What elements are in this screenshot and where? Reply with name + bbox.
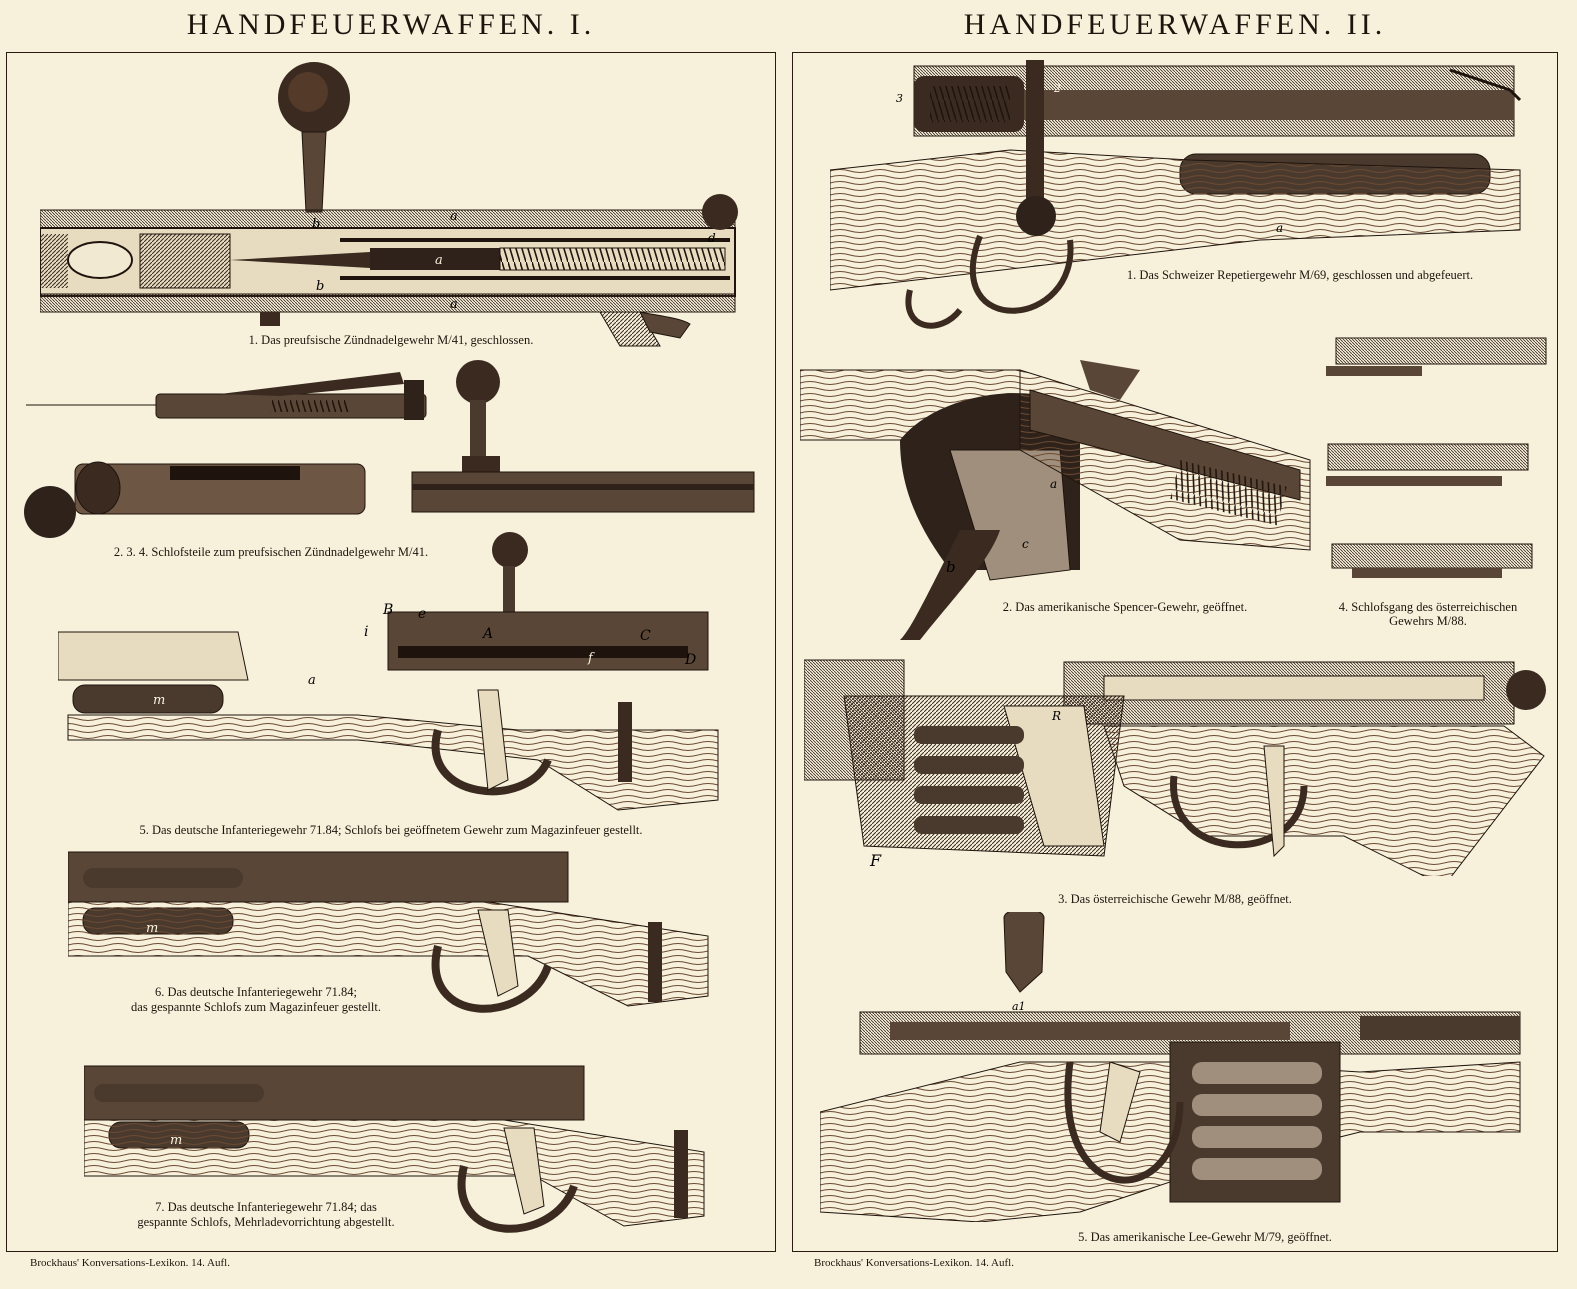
plate-2-title: HANDFEUERWAFFEN. II. bbox=[963, 8, 1387, 41]
plate-2-footer: Brockhaus' Konversations-Lexikon. 14. Au… bbox=[814, 1257, 1014, 1269]
plate-1-caption-7b: gespannte Schlofs, Mehrladevorrichtung a… bbox=[137, 1215, 395, 1229]
label-R: R bbox=[1051, 709, 1061, 723]
label-2: 2 bbox=[1053, 82, 1061, 95]
label-a: a bbox=[1276, 221, 1283, 235]
label-C: C bbox=[640, 628, 651, 644]
plate-2-figure-1-swiss-rifle: 3 2 a bbox=[830, 60, 1522, 329]
label-3: 3 bbox=[896, 92, 903, 105]
label-c: c bbox=[1022, 537, 1029, 551]
plate-1-caption-2: 2. 3. 4. Schlofsteile zum preufsischen Z… bbox=[113, 545, 429, 559]
plate-1-caption-6b: das gespannte Schlofs zum Magazinfeuer g… bbox=[131, 1000, 381, 1014]
plate-1-figure-1-needle-gun: a b a b a d bbox=[40, 62, 738, 347]
label-f: f bbox=[587, 651, 595, 666]
label-i: i bbox=[364, 624, 368, 640]
plate-1-figure-7: m bbox=[84, 1065, 705, 1233]
label-m: m bbox=[170, 1133, 182, 1148]
plate-1-figure-5: B e A C D i f m a bbox=[58, 532, 719, 811]
plate-2-caption-1: 1. Das Schweizer Repetiergewehr M/69, ge… bbox=[1126, 268, 1474, 282]
plate-2-caption-4a: 4. Schlofsgang des österreichischen bbox=[1338, 600, 1518, 614]
plate-2-figure-2-spencer: b c a bbox=[800, 360, 1311, 640]
plate-1-caption-6a: 6. Das deutsche Infanteriegewehr 71.84; bbox=[154, 985, 357, 999]
label-b: b bbox=[316, 279, 324, 294]
label-e: e bbox=[418, 606, 426, 622]
plate-1-footer: Brockhaus' Konversations-Lexikon. 14. Au… bbox=[30, 1257, 230, 1269]
label-B: B bbox=[382, 602, 393, 618]
plate-2-caption-3: 3. Das österreichische Gewehr M/88, geöf… bbox=[1058, 892, 1292, 906]
plate-1-frame bbox=[6, 52, 776, 1252]
plate-1-figures-2-4-lock-parts bbox=[24, 360, 755, 538]
label-a: a bbox=[308, 673, 316, 688]
plate-1-caption-5: 5. Das deutsche Infanteriegewehr 71.84; … bbox=[139, 823, 643, 837]
plate-2-figure-5-lee: a1 bbox=[820, 912, 1521, 1222]
label-a: a bbox=[450, 209, 458, 224]
label-m: m bbox=[146, 921, 158, 936]
label-D: D bbox=[684, 652, 696, 668]
plate-1-title: HANDFEUERWAFFEN. I. bbox=[186, 8, 596, 41]
label-m: m bbox=[153, 693, 165, 708]
plate-2-caption-4b: Gewehrs M/88. bbox=[1389, 614, 1467, 628]
plate-1-caption-1: 1. Das preufsische Zündnadelgewehr M/41,… bbox=[248, 333, 534, 347]
label-a: a bbox=[1050, 477, 1057, 491]
label-d: d bbox=[708, 231, 716, 245]
label-A: A bbox=[481, 626, 493, 642]
label-F: F bbox=[869, 851, 882, 870]
plate-2-figure-4-bolt-travel bbox=[1326, 337, 1547, 578]
plate-2-frame bbox=[792, 52, 1558, 1252]
plate-2-figure-3-austrian-m88: R F bbox=[804, 659, 1546, 876]
plate-1-figure-6: m bbox=[68, 851, 709, 1013]
plate-2-caption-2: 2. Das amerikanische Spencer-Gewehr, geö… bbox=[1002, 600, 1248, 614]
plate-2-caption-5: 5. Das amerikanische Lee-Gewehr M/79, ge… bbox=[1078, 1230, 1332, 1244]
label-b: b bbox=[946, 558, 956, 576]
label-b: b bbox=[312, 217, 320, 232]
label-a: a bbox=[450, 297, 458, 312]
label-a1: a1 bbox=[1012, 1000, 1026, 1013]
label-a: a bbox=[435, 253, 443, 268]
plate-1-caption-7a: 7. Das deutsche Infanteriegewehr 71.84; … bbox=[155, 1200, 377, 1214]
